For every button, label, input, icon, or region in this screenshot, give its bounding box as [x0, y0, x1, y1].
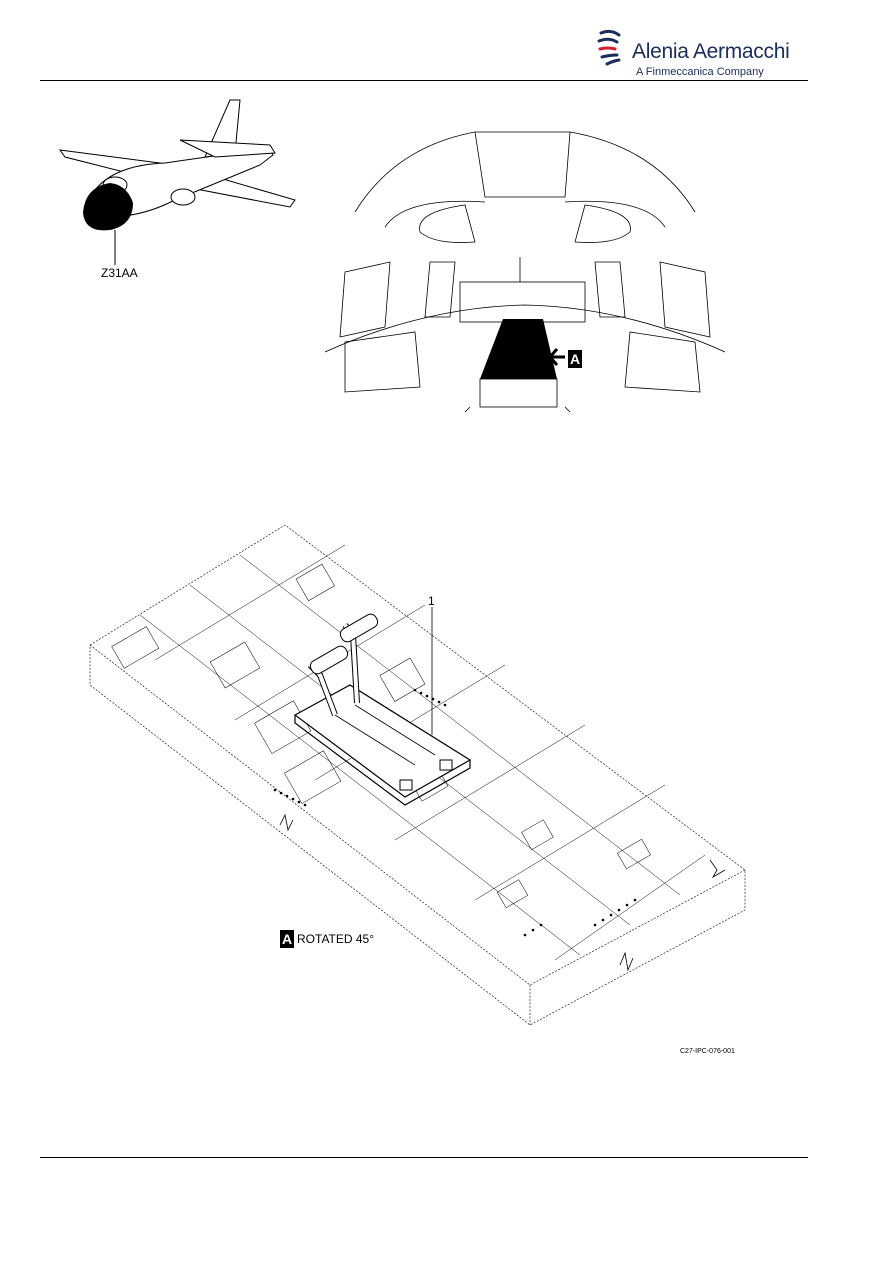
cockpit-view-illustration [324, 131, 726, 413]
company-logo-icon [597, 29, 621, 66]
view-caption: A ROTATED 45° [280, 930, 374, 948]
company-name: Alenia Aermacchi [632, 40, 790, 63]
highlighted-zone [83, 183, 133, 231]
view-caption-text: ROTATED 45° [297, 932, 375, 946]
aircraft-locator-illustration [58, 99, 296, 265]
figure-code: C27-IPC-076-001 [680, 1048, 735, 1055]
view-letter-badge: A [568, 350, 582, 368]
view-caption-letter: A [280, 930, 294, 948]
pedestal-detail-illustration [89, 524, 746, 1026]
view-arrow-label: A [568, 350, 582, 369]
item-callout: 1 [428, 594, 435, 608]
highlighted-pedestal [480, 319, 557, 379]
company-subtitle: A Finmeccanica Company [636, 66, 764, 78]
header-rule [40, 80, 808, 81]
zone-label: Z31AA [101, 266, 138, 280]
footer-rule [40, 1157, 808, 1158]
